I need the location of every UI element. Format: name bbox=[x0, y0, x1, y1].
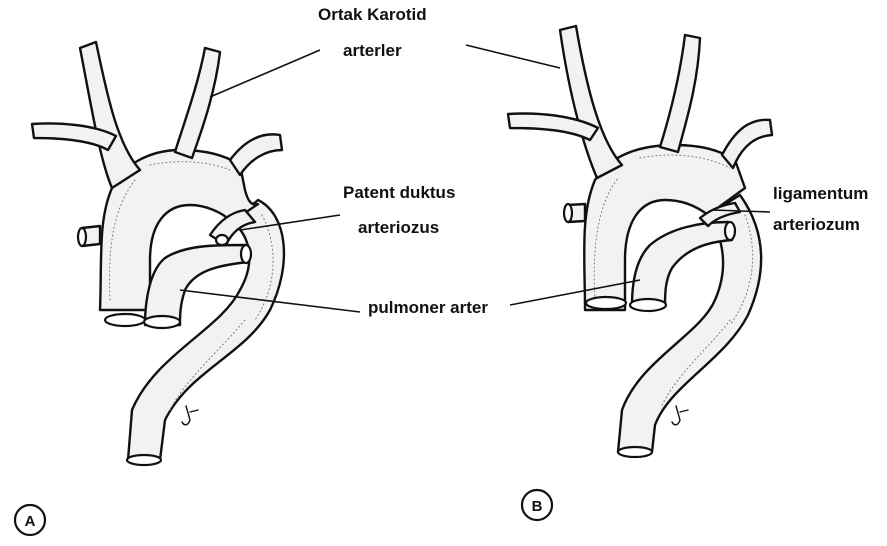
panel-b-illustration bbox=[508, 26, 772, 457]
panel-label-b: B bbox=[532, 498, 543, 515]
panel-a-illustration bbox=[32, 42, 284, 465]
carotid-right-b bbox=[660, 35, 700, 152]
carotid-right-a bbox=[175, 48, 220, 158]
carotid-left-a bbox=[80, 42, 140, 188]
leader-carotid-b bbox=[466, 45, 560, 68]
panel-label-a: A bbox=[25, 513, 36, 530]
subclavian-right-a bbox=[230, 134, 282, 175]
panel-marker-a: A bbox=[15, 505, 45, 535]
subclavian-right-b bbox=[722, 120, 772, 168]
label-ligament-line1: ligamentum bbox=[773, 184, 868, 203]
leader-carotid-a bbox=[210, 50, 320, 97]
panel-marker-b: B bbox=[522, 490, 552, 520]
label-carotid-line2: arterler bbox=[343, 41, 402, 60]
artist-signature-b bbox=[672, 406, 688, 425]
carotid-left-b bbox=[560, 26, 622, 178]
label-carotid-line1: Ortak Karotid bbox=[318, 5, 427, 24]
artist-signature-a bbox=[182, 406, 198, 425]
label-ductus-line2: arteriozus bbox=[358, 218, 439, 237]
label-ductus-line1: Patent duktus bbox=[343, 183, 455, 202]
label-ligament-line2: arteriozum bbox=[773, 215, 860, 234]
label-pulmonary: pulmoner arter bbox=[368, 298, 488, 317]
